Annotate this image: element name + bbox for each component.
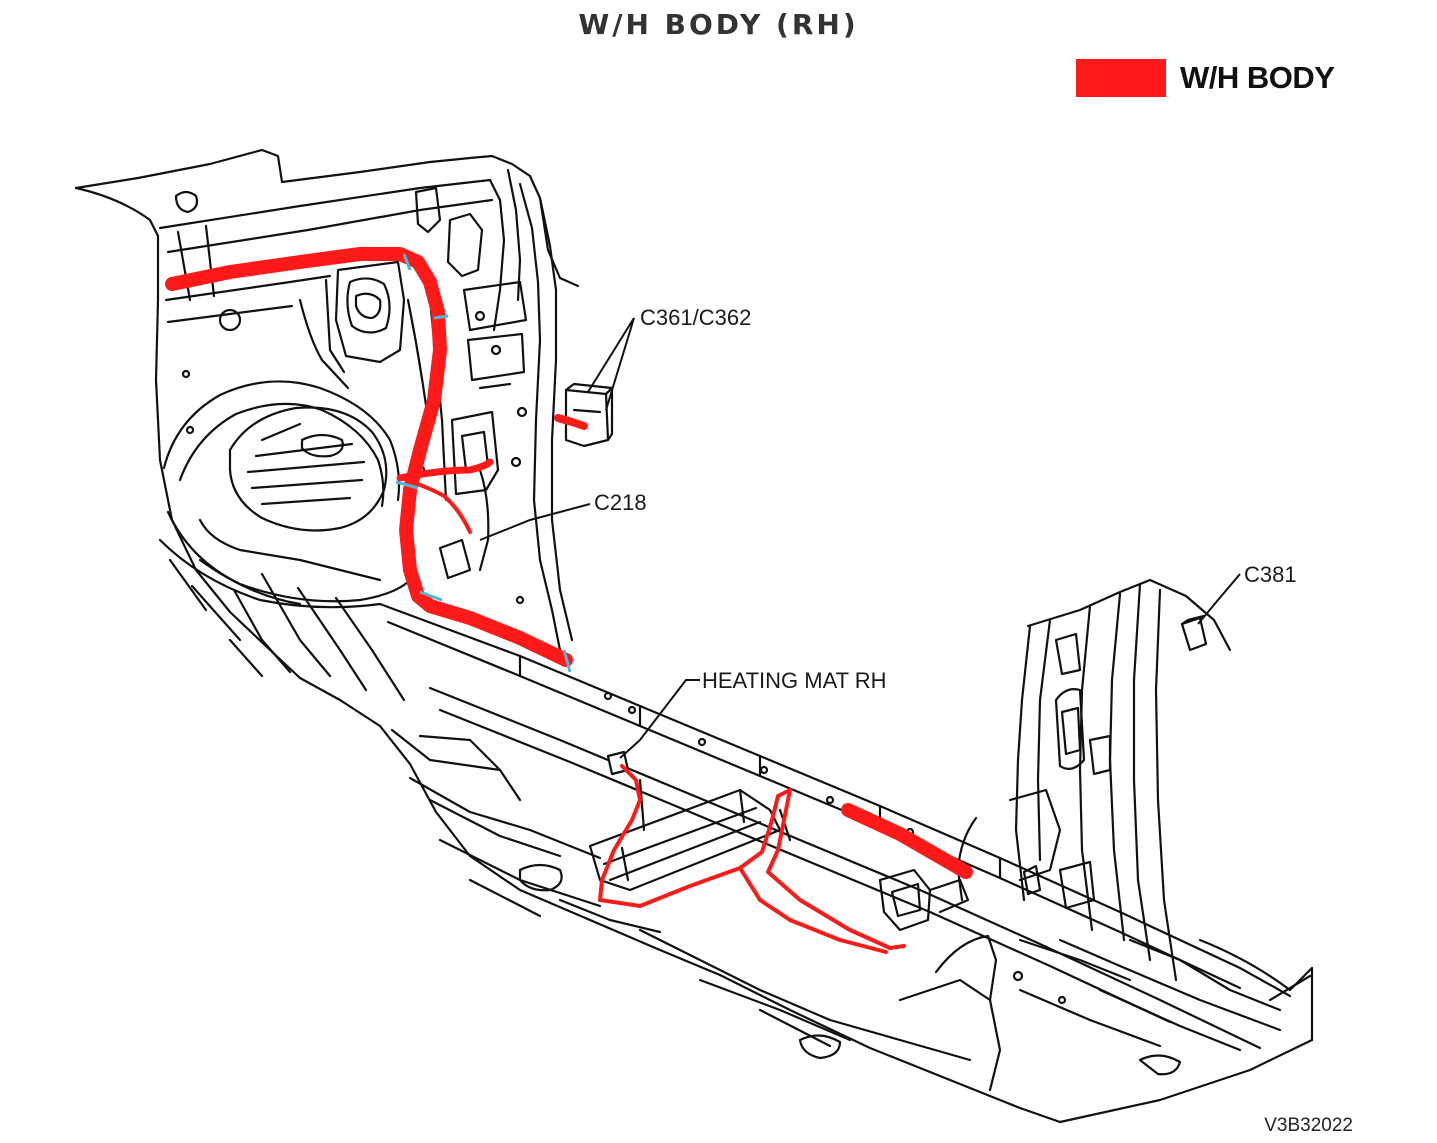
legend-label: W/H BODY [1180,60,1335,95]
legend-swatch [1076,59,1166,97]
body-harness [165,247,973,954]
callout-c381: C381 [1244,562,1297,587]
callout-leaders [479,317,1241,759]
callout-c361-c362: C361/C362 [640,305,751,330]
callout-c218: C218 [594,490,647,515]
body-line-art [74,148,1314,1124]
legend: W/H BODY [1076,58,1335,98]
figure-code: V3B32022 [1264,1115,1353,1136]
callout-heating-mat: HEATING MAT RH [702,668,887,693]
harness-clips [395,253,572,673]
diagram-title: W/H BODY (RH) [578,8,859,41]
